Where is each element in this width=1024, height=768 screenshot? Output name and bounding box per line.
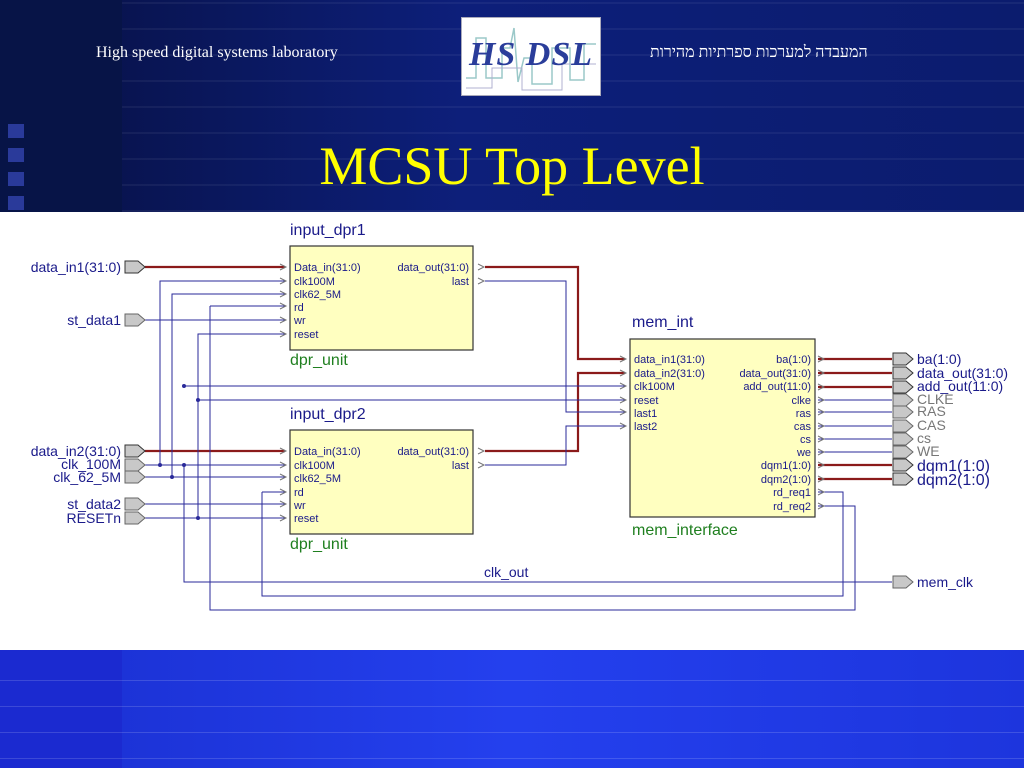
- block3-port-last1: last1: [634, 408, 657, 420]
- block3-port-we: we: [796, 447, 811, 459]
- out-mem-clk: mem_clk: [917, 574, 974, 590]
- lab-name-hebrew: המעבדה למערכות ספרתיות מהירות: [650, 44, 868, 61]
- out-cas: CAS: [917, 417, 946, 433]
- block2-port-last: last: [452, 460, 469, 472]
- output-pins: [892, 352, 914, 589]
- block-mem-int: mem_int data_in1(31:0) data_in2(31:0) cl…: [629, 314, 816, 539]
- block2-port-data-out: data_out(31:0): [397, 446, 469, 458]
- pin-st-data1: st_data1: [67, 312, 121, 328]
- slide-title: MCSU Top Level: [319, 136, 705, 196]
- block1-port-rd: rd: [294, 302, 304, 314]
- output-pin-labels: ba(1:0) data_out(31:0) add_out(11:0) CLK…: [917, 351, 1008, 590]
- logo-waveform-icon: [466, 27, 596, 91]
- clk-out-label: clk_out: [484, 564, 528, 580]
- out-data-out: data_out(31:0): [917, 365, 1008, 381]
- out-add-out: add_out(11:0): [917, 378, 1003, 394]
- block3-port-last2: last2: [634, 421, 657, 433]
- block3-port-data-out: data_out(31:0): [739, 368, 811, 380]
- input-pin-labels: data_in1(31:0) st_data1 data_in2(31:0) c…: [31, 259, 122, 526]
- out-we: WE: [917, 443, 940, 459]
- pin-data-in2: data_in2(31:0): [31, 443, 121, 459]
- block1-port-clk62-5m: clk62_5M: [294, 289, 341, 301]
- block1-port-last: last: [452, 276, 469, 288]
- block1-port-data-in: Data_in(31:0): [294, 262, 361, 274]
- pin-clk-62-5m: clk_62_5M: [53, 469, 121, 485]
- block1-port-wr: wr: [293, 315, 306, 327]
- block3-port-data-in2: data_in2(31:0): [634, 368, 705, 380]
- block2-port-reset: reset: [294, 513, 318, 525]
- block1-port-clk100m: clk100M: [294, 276, 335, 288]
- lab-name-english: High speed digital systems laboratory: [96, 44, 338, 61]
- block3-port-rd-req2: rd_req2: [773, 501, 811, 513]
- input-pins: [124, 260, 146, 525]
- block2-instance: input_dpr2: [290, 406, 366, 423]
- slide-footer: [0, 650, 1024, 768]
- block-input-dpr2: input_dpr2 Data_in(31:0) clk100M clk62_5…: [289, 406, 474, 553]
- pin-resetn: RESETn: [67, 510, 121, 526]
- schematic-diagram: data_in1(31:0) st_data1 data_in2(31:0) c…: [31, 222, 1008, 611]
- side-decoration: [0, 0, 122, 212]
- out-dqm1: dqm1(1:0): [917, 458, 990, 475]
- block1-instance: input_dpr1: [290, 222, 366, 239]
- out-clke: CLKE: [917, 391, 954, 407]
- block3-instance: mem_int: [632, 314, 694, 331]
- logo-text: HS DSL: [468, 36, 594, 73]
- block3-port-ras: ras: [796, 408, 812, 420]
- block3-port-dqm1: dqm1(1:0): [761, 460, 811, 472]
- schematic-canvas: data_in1(31:0) st_data1 data_in2(31:0) c…: [0, 212, 1024, 650]
- block2-port-clk62-5m: clk62_5M: [294, 473, 341, 485]
- block2-port-rd: rd: [294, 487, 304, 499]
- block3-port-data-in1: data_in1(31:0): [634, 354, 705, 366]
- block3-port-clk100m: clk100M: [634, 381, 675, 393]
- block3-port-ba: ba(1:0): [776, 354, 811, 366]
- footer-side-decoration: [0, 650, 122, 768]
- block2-port-clk100m: clk100M: [294, 460, 335, 472]
- block3-port-dqm2: dqm2(1:0): [761, 474, 811, 486]
- block2-entity: dpr_unit: [290, 536, 348, 553]
- slide-header: High speed digital systems laboratory HS…: [0, 0, 1024, 212]
- out-ras: RAS: [917, 403, 946, 419]
- block3-port-cas: cas: [794, 421, 812, 433]
- block3-entity: mem_interface: [632, 522, 738, 539]
- port-arrows: [279, 263, 826, 522]
- block3-port-cs: cs: [800, 434, 812, 446]
- block2-port-data-in: Data_in(31:0): [294, 446, 361, 458]
- block2-port-wr: wr: [293, 500, 306, 512]
- block-input-dpr1: input_dpr1 Data_in(31:0) clk100M clk62_5…: [289, 222, 474, 369]
- pin-clk-100m: clk_100M: [61, 456, 121, 472]
- block1-port-data-out: data_out(31:0): [397, 262, 469, 274]
- block3-port-add-out: add_out(11:0): [743, 381, 811, 393]
- signal-wires: [145, 280, 892, 611]
- out-dqm2: dqm2(1:0): [917, 472, 990, 489]
- block3-port-clke: clke: [791, 395, 811, 407]
- pin-data-in1: data_in1(31:0): [31, 259, 121, 275]
- hsdsl-logo: HS DSL: [461, 17, 601, 96]
- block3-port-rd-req1: rd_req1: [773, 487, 811, 499]
- out-cs: cs: [917, 430, 931, 446]
- block3-port-reset: reset: [634, 395, 658, 407]
- out-ba: ba(1:0): [917, 351, 961, 367]
- block1-entity: dpr_unit: [290, 352, 348, 369]
- block1-port-reset: reset: [294, 329, 318, 341]
- pin-st-data2: st_data2: [67, 496, 121, 512]
- junction-dots: [158, 384, 200, 520]
